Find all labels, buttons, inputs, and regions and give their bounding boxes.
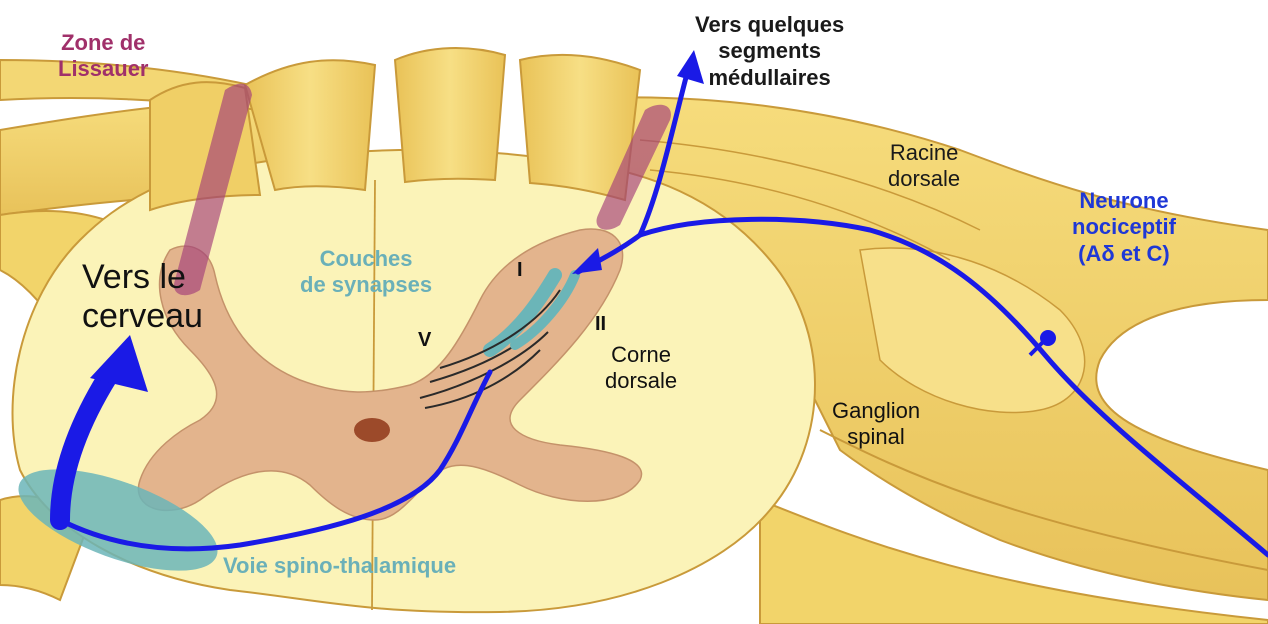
neuron-cell-body <box>1040 330 1056 346</box>
label-vers-le-cerveau: Vers le cerveau <box>82 258 203 336</box>
label-ganglion-line2: spinal <box>832 424 920 450</box>
label-voie-spino-thalamique: Voie spino-thalamique <box>223 553 456 579</box>
label-vers-quelques-line2: segments <box>695 38 844 64</box>
label-corne-line1: Corne <box>605 342 677 368</box>
central-canal <box>354 418 390 442</box>
label-ganglion-spinal: Ganglion spinal <box>832 398 920 451</box>
label-vers-quelques-line3: médullaires <box>695 65 844 91</box>
label-racine-line2: dorsale <box>888 166 960 192</box>
label-racine-dorsale: Racine dorsale <box>888 140 960 193</box>
label-lamina-ii: II <box>595 312 606 336</box>
label-vers-quelques-segments: Vers quelques segments médullaires <box>695 12 844 91</box>
label-neurone-line2: nociceptif <box>1072 214 1176 240</box>
label-zone-lissauer-line2: Lissauer <box>58 56 149 82</box>
label-vers-quelques-line1: Vers quelques <box>695 12 844 38</box>
label-corne-line2: dorsale <box>605 368 677 394</box>
label-ganglion-line1: Ganglion <box>832 398 920 424</box>
label-couches-line2: de synapses <box>300 272 432 298</box>
label-couches-synapses: Couches de synapses <box>300 246 432 299</box>
label-vers-cerveau-line1: Vers le <box>82 258 203 297</box>
label-neurone-nociceptif: Neurone nociceptif (Aδ et C) <box>1072 188 1176 267</box>
label-neurone-line3: (Aδ et C) <box>1072 241 1176 267</box>
label-lamina-i: I <box>517 258 523 282</box>
label-lamina-v: V <box>418 328 431 352</box>
label-couches-line1: Couches <box>300 246 432 272</box>
label-zone-lissauer-line1: Zone de <box>58 30 149 56</box>
label-vers-cerveau-line2: cerveau <box>82 297 203 336</box>
label-corne-dorsale: Corne dorsale <box>605 342 677 395</box>
label-neurone-line1: Neurone <box>1072 188 1176 214</box>
label-racine-line1: Racine <box>888 140 960 166</box>
label-zone-lissauer: Zone de Lissauer <box>58 30 149 83</box>
